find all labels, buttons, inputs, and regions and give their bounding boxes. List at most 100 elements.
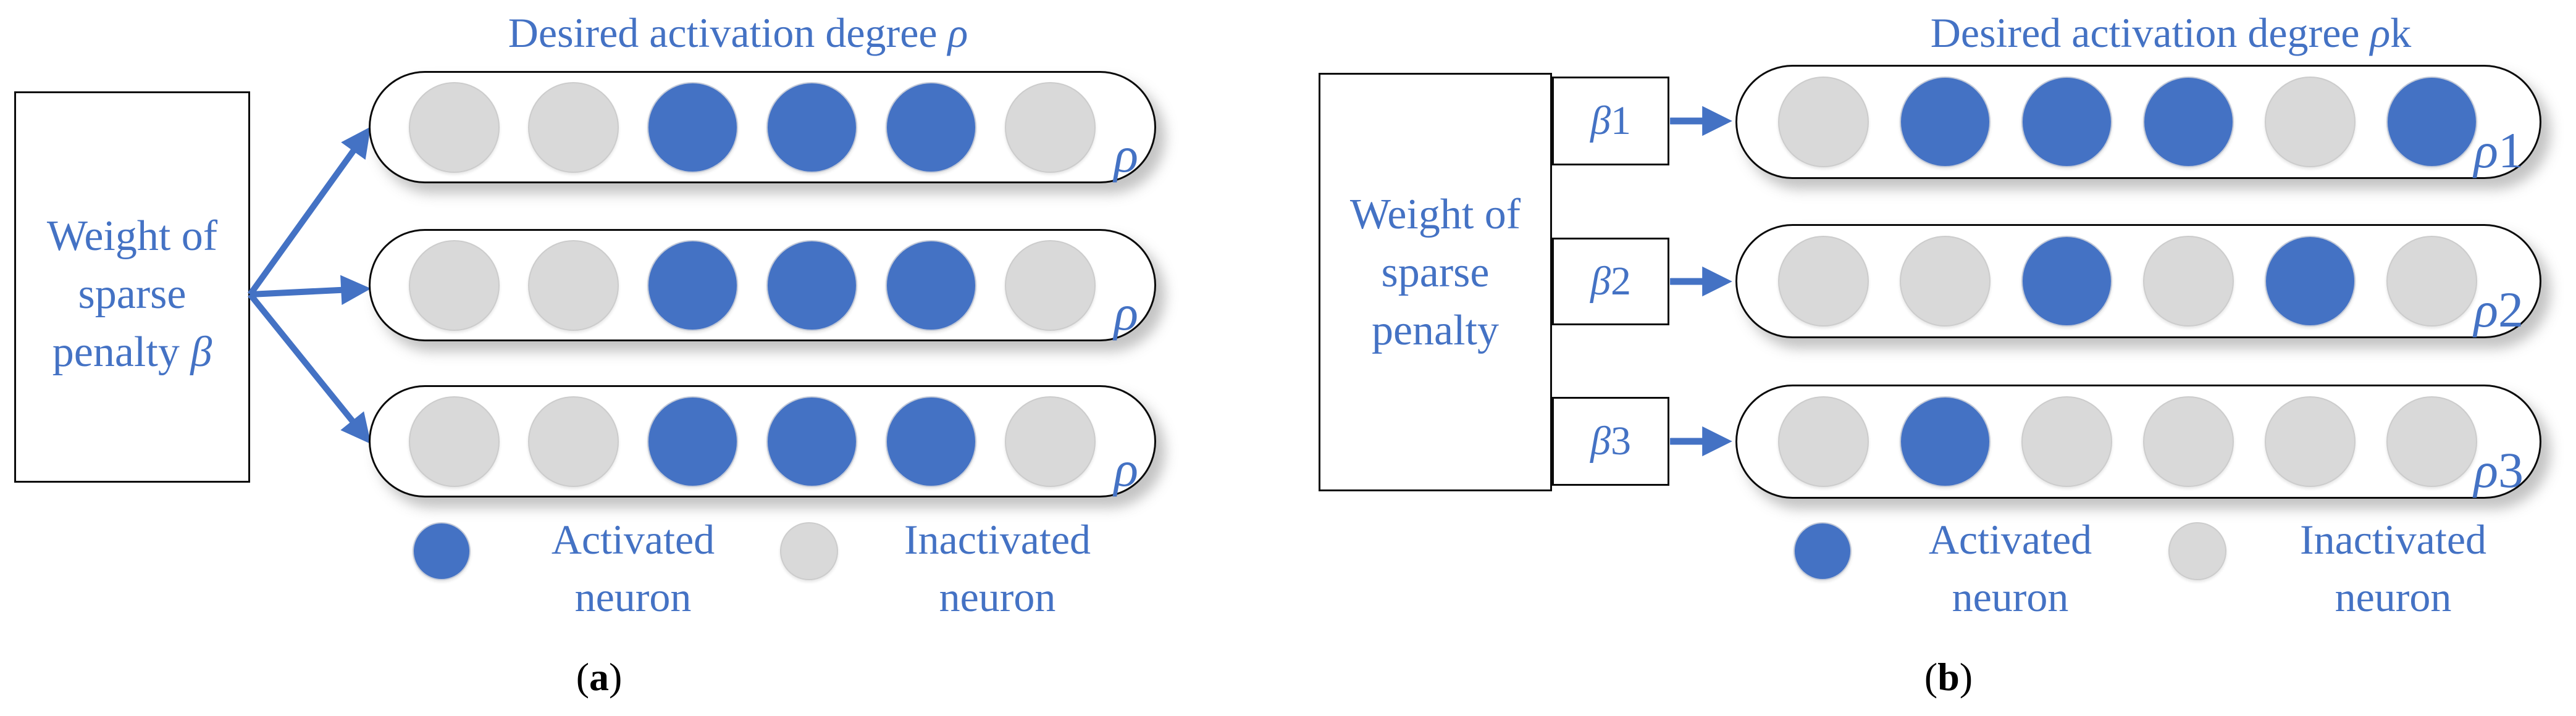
- inactivated-neuron-legend-label: Inactivated neuron: [2273, 511, 2514, 626]
- beta-index: 3: [1610, 418, 1631, 464]
- inactivated-neuron-circle: [2265, 77, 2356, 167]
- weight-box-line3-text: penalty: [52, 328, 191, 376]
- weight-box-line3: penalty: [1371, 307, 1500, 354]
- panel-a-title: Desired activation degree ρ: [343, 9, 1133, 57]
- inactivated-neuron-circle: [409, 81, 500, 173]
- arrow-to-capsule-a2: [250, 275, 371, 306]
- arrow-to-capsule-a1: [247, 127, 371, 296]
- caption-letter: b: [1937, 655, 1960, 699]
- capsule-rho-label: ρ: [1114, 285, 1138, 341]
- rho-symbol: ρ: [947, 9, 968, 56]
- activated-neuron-circle: [2265, 236, 2356, 327]
- capsule-rho-label: ρ: [1114, 441, 1138, 497]
- panel-b-title-text: Desired activation degree: [1930, 9, 2370, 56]
- beta-symbol: β: [1590, 418, 1611, 464]
- caption-a: (a): [525, 653, 673, 701]
- legend-label-line1: Inactivated: [904, 516, 1091, 563]
- panel-b-title: Desired activation degree ρk: [1776, 9, 2566, 57]
- arrow-to-capsule-a3: [248, 292, 371, 444]
- fanout-arrows: [247, 127, 371, 444]
- activated-neuron-circle: [766, 81, 857, 173]
- caption-b: (b): [1874, 653, 2023, 701]
- activated-neuron-circle: [2021, 77, 2112, 167]
- beta-symbol: β: [1590, 98, 1611, 143]
- caption-paren: ): [609, 655, 623, 699]
- legend-label-line2: neuron: [939, 573, 1056, 620]
- activated-neuron-circle: [2386, 77, 2477, 167]
- legend-label-line1: Inactivated: [2299, 516, 2487, 563]
- inactivated-neuron-legend-icon: [2168, 522, 2226, 580]
- activated-neuron-legend-label: Activated neuron: [525, 511, 741, 626]
- legend-label-line1: Activated: [551, 516, 715, 563]
- capsule-rho-label: ρ2: [2473, 281, 2524, 338]
- beta-symbol: β: [1590, 259, 1611, 304]
- legend-label-line2: neuron: [1952, 573, 2069, 620]
- inactivated-neuron-circle: [409, 239, 500, 331]
- inactivated-neuron-legend-icon: [780, 522, 838, 580]
- activated-neuron-circle: [766, 396, 857, 487]
- weight-box-line1: Weight of: [46, 212, 218, 260]
- activated-neuron-circle: [1900, 396, 1991, 487]
- inactivated-neuron-circle: [2143, 396, 2234, 487]
- activated-neuron-circle: [766, 239, 857, 331]
- beta-index: 2: [1610, 259, 1631, 304]
- legend-label-line2: neuron: [574, 573, 692, 620]
- activated-neuron-circle: [647, 396, 738, 487]
- inactivated-neuron-circle: [2386, 396, 2477, 487]
- inactivated-neuron-circle: [1900, 236, 1991, 327]
- inactivated-neuron-circle: [528, 396, 619, 487]
- weight-box-line2: sparse: [1381, 249, 1490, 296]
- activated-neuron-circle: [647, 239, 738, 331]
- beta-index: 1: [1610, 98, 1631, 143]
- inactivated-neuron-circle: [1005, 239, 1096, 331]
- legend-label-line2: neuron: [2335, 573, 2452, 620]
- activated-neuron-circle: [886, 239, 976, 331]
- rho-symbol: ρ: [2370, 9, 2391, 56]
- capsule-rho-label: ρ1: [2473, 122, 2524, 178]
- caption-paren: ): [1959, 655, 1973, 699]
- activated-neuron-legend-icon: [1794, 522, 1852, 580]
- inactivated-neuron-legend-label: Inactivated neuron: [877, 511, 1118, 626]
- legend-label-line1: Activated: [1928, 516, 2092, 563]
- caption-paren: (: [1924, 655, 1938, 699]
- weight-box-line1: Weight of: [1349, 191, 1521, 238]
- inactivated-neuron-circle: [2386, 236, 2477, 327]
- panel-b-title-suffix: k: [2390, 9, 2412, 56]
- beta-arrows: [1670, 106, 1732, 457]
- beta-symbol: β: [190, 328, 212, 376]
- activated-neuron-circle: [2143, 77, 2234, 167]
- inactivated-neuron-circle: [1778, 396, 1869, 487]
- inactivated-neuron-circle: [1005, 81, 1096, 173]
- inactivated-neuron-circle: [2143, 236, 2234, 327]
- weight-box-line2: sparse: [78, 270, 187, 318]
- capsule-b2: ρ2: [1735, 224, 2541, 338]
- activated-neuron-legend-icon: [413, 522, 471, 580]
- inactivated-neuron-circle: [409, 396, 500, 487]
- inactivated-neuron-circle: [2021, 396, 2112, 487]
- capsule-a2: ρ: [369, 229, 1156, 341]
- weight-box-line3: penalty β: [52, 323, 212, 381]
- capsule-a1: ρ: [369, 71, 1156, 183]
- inactivated-neuron-circle: [528, 81, 619, 173]
- inactivated-neuron-circle: [2265, 396, 2356, 487]
- capsule-b1: ρ1: [1735, 65, 2541, 179]
- capsule-a3: ρ: [369, 385, 1156, 497]
- caption-letter: a: [589, 655, 609, 699]
- activated-neuron-legend-label: Activated neuron: [1902, 511, 2118, 626]
- capsule-b3: ρ3: [1735, 385, 2541, 499]
- caption-paren: (: [576, 655, 589, 699]
- inactivated-neuron-circle: [1778, 77, 1869, 167]
- activated-neuron-circle: [886, 396, 976, 487]
- activated-neuron-circle: [1900, 77, 1991, 167]
- weight-of-sparse-penalty-box-b: Weight of sparse penalty: [1319, 73, 1552, 491]
- weight-of-sparse-penalty-box: Weight of sparse penalty β: [14, 91, 250, 483]
- inactivated-neuron-circle: [528, 239, 619, 331]
- activated-neuron-circle: [886, 81, 976, 173]
- activated-neuron-circle: [2021, 236, 2112, 327]
- inactivated-neuron-circle: [1778, 236, 1869, 327]
- capsule-rho-label: ρ3: [2473, 442, 2524, 498]
